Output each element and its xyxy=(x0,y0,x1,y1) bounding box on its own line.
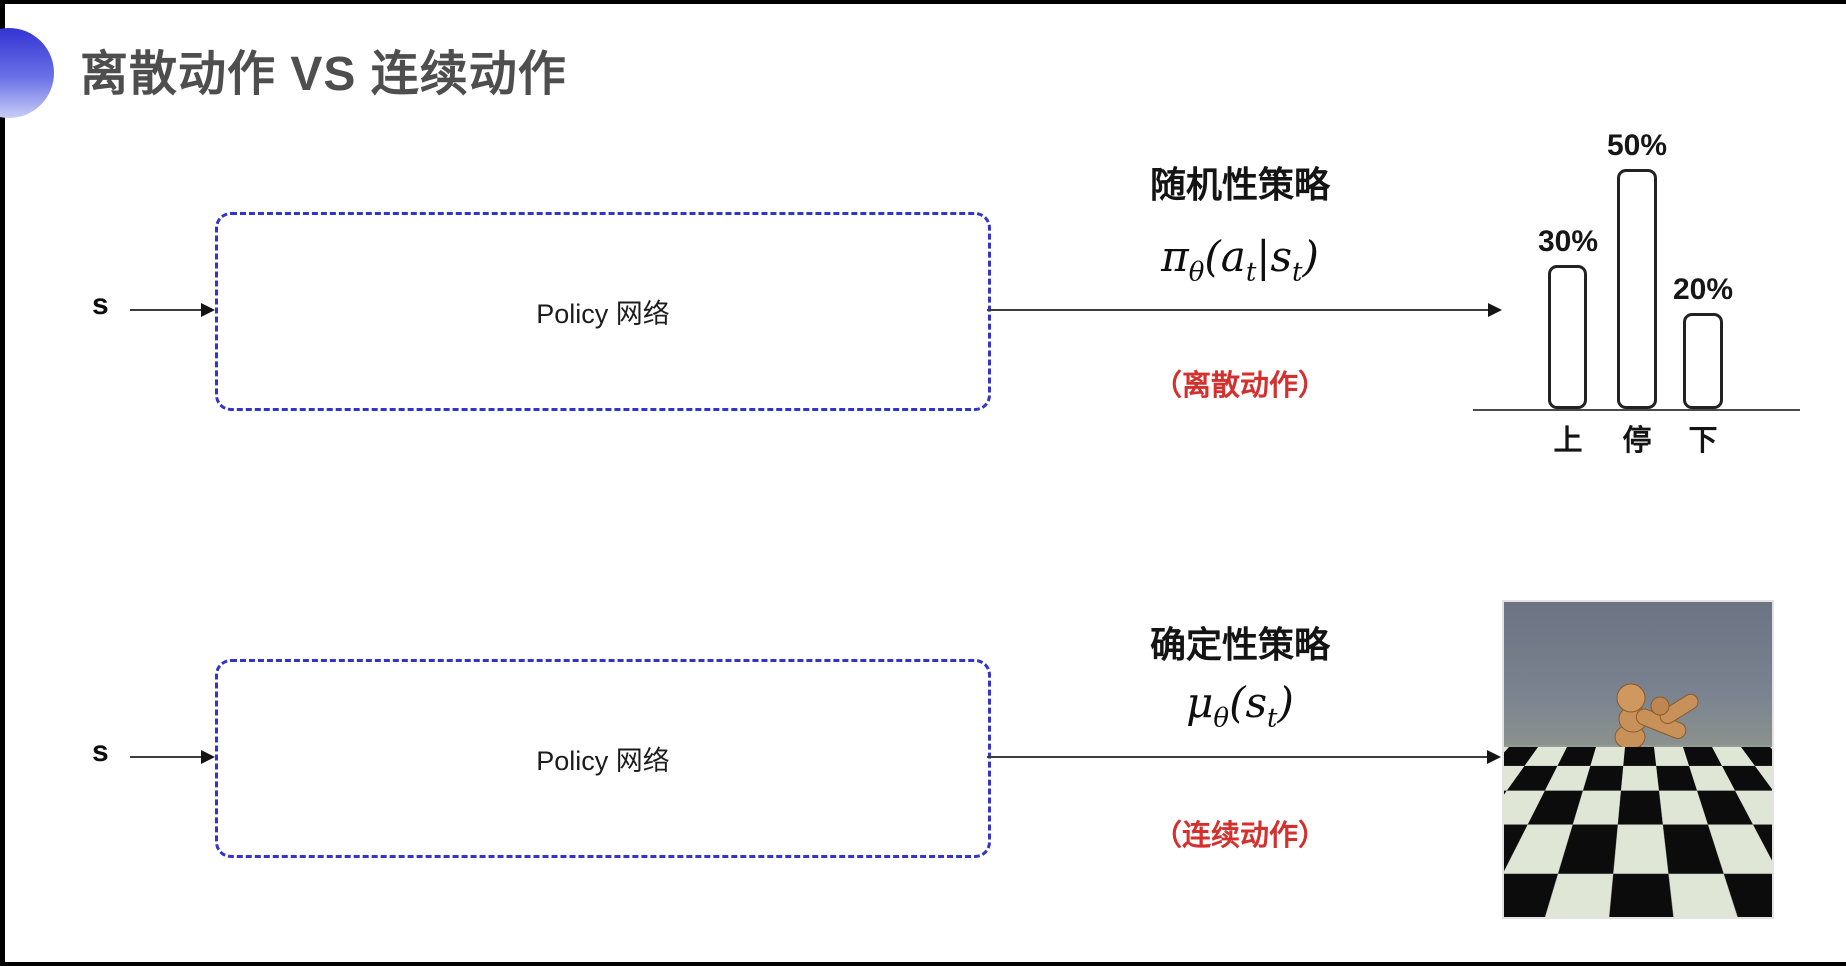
page-title: 离散动作 VS 连续动作 xyxy=(80,48,567,101)
humanoid-robot-figure xyxy=(1562,683,1699,914)
frame-edge-bottom xyxy=(0,962,1846,966)
chart-baseline-axis xyxy=(1473,409,1800,411)
input-arrow-bottom xyxy=(130,756,202,758)
formula-mu: μ xyxy=(1186,678,1214,727)
policy-network-box-top: Policy 网络 xyxy=(215,212,991,411)
formula-open-s: (s xyxy=(1229,678,1268,727)
continuous-action-note: （连续动作） xyxy=(1152,820,1327,852)
input-arrow-top xyxy=(130,309,202,311)
frame-edge-left xyxy=(0,0,5,966)
formula-bar-s: |s xyxy=(1256,232,1293,281)
formula-open-a: (a xyxy=(1204,232,1246,281)
formula-a-sub: t xyxy=(1245,257,1257,288)
humanoid-simulation-image xyxy=(1502,600,1774,919)
policy-network-box-label-top: Policy 网络 xyxy=(536,299,670,329)
state-input-label-top: s xyxy=(92,288,109,321)
chart-bar-up xyxy=(1548,265,1587,409)
output-arrow-bottom xyxy=(987,756,1488,758)
deterministic-policy-label: 确定性策略 xyxy=(1149,624,1330,665)
bar-value-label: 30% xyxy=(1537,225,1599,258)
formula-pi: π xyxy=(1161,232,1189,281)
stochastic-policy-label: 随机性策略 xyxy=(1149,164,1330,205)
bar-category-label: 下 xyxy=(1688,425,1718,457)
formula-close: ) xyxy=(1302,232,1319,281)
chart-bar-down xyxy=(1683,313,1723,409)
formula-s-sub: t xyxy=(1267,703,1278,734)
policy-network-box-label-bottom: Policy 网络 xyxy=(536,746,670,776)
formula-s-sub: t xyxy=(1292,257,1303,288)
action-probability-bar-chart: 30% 50% 20% 上 停 下 xyxy=(1460,92,1810,465)
deterministic-policy-formula: μθ(st) xyxy=(1090,678,1390,733)
bar-value-label: 50% xyxy=(1606,129,1668,162)
output-arrow-top xyxy=(987,309,1489,311)
frame-edge-top xyxy=(0,0,1846,4)
chart-bar-stop xyxy=(1617,169,1657,409)
policy-network-box-bottom: Policy 网络 xyxy=(215,659,991,858)
stochastic-policy-formula: πθ(at|st) xyxy=(1090,232,1390,287)
bar-category-label: 上 xyxy=(1553,425,1583,457)
title-bullet-decoration xyxy=(0,28,54,118)
formula-close: ) xyxy=(1277,678,1294,727)
bar-category-label: 停 xyxy=(1622,425,1652,457)
formula-theta-sub: θ xyxy=(1213,703,1230,734)
formula-theta-sub: θ xyxy=(1188,257,1205,288)
discrete-action-note: （离散动作） xyxy=(1152,370,1327,402)
bar-value-label: 20% xyxy=(1672,273,1734,306)
state-input-label-bottom: s xyxy=(92,735,109,768)
